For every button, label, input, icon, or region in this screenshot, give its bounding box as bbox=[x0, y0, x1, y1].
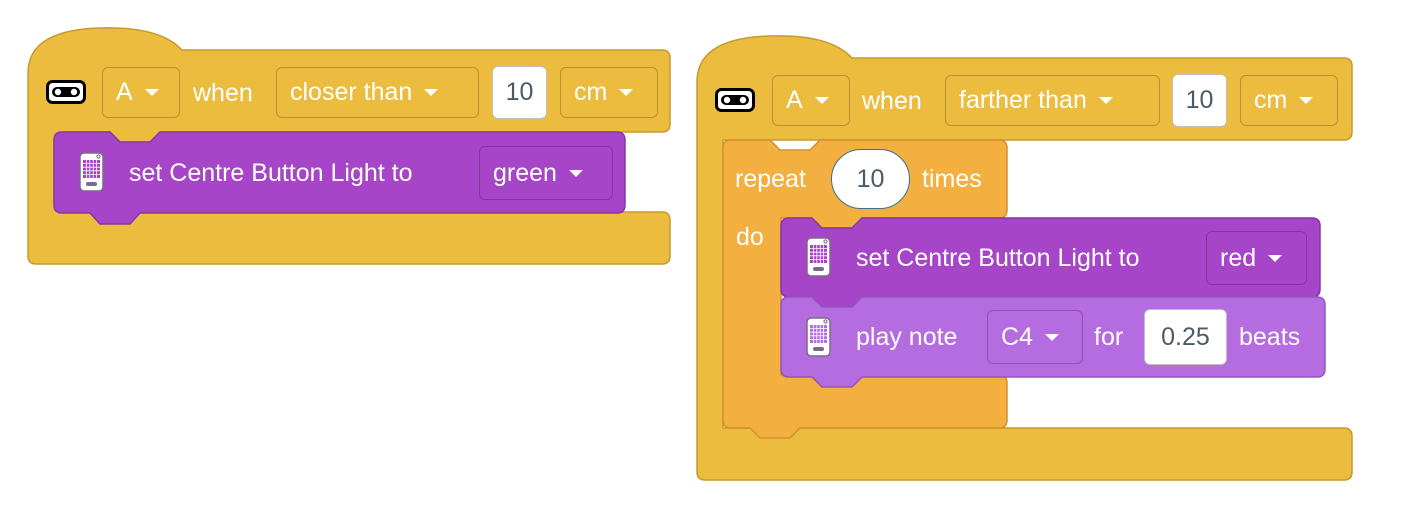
play-note-label: play note bbox=[856, 323, 958, 351]
set-light-label: set Centre Button Light to bbox=[129, 159, 413, 187]
chevron-down-icon bbox=[1098, 97, 1113, 104]
chevron-down-icon bbox=[619, 89, 634, 96]
beats-label: beats bbox=[1239, 323, 1301, 351]
light-color-dropdown[interactable]: green bbox=[479, 146, 613, 200]
port-dropdown[interactable]: A bbox=[772, 75, 850, 126]
port-value: A bbox=[786, 86, 803, 114]
unit-value: cm bbox=[574, 78, 608, 106]
distance-sensor-icon bbox=[46, 80, 86, 104]
chevron-down-icon bbox=[1044, 333, 1059, 341]
light-color-value: red bbox=[1220, 243, 1257, 272]
light-color-value: green bbox=[493, 158, 557, 187]
repeat-label: repeat bbox=[735, 165, 806, 193]
hub-icon bbox=[79, 152, 104, 192]
chevron-down-icon bbox=[568, 169, 583, 177]
note-dropdown[interactable]: C4 bbox=[987, 310, 1083, 364]
beats-input[interactable]: 0.25 bbox=[1144, 309, 1227, 365]
repeat-count-input[interactable]: 10 bbox=[831, 149, 910, 209]
hub-icon bbox=[806, 237, 831, 277]
chevron-down-icon bbox=[1299, 97, 1314, 104]
hub-icon bbox=[806, 317, 831, 357]
unit-dropdown[interactable]: cm bbox=[560, 67, 658, 118]
condition-value: closer than bbox=[290, 78, 413, 106]
distance-input[interactable]: 10 bbox=[1172, 74, 1227, 127]
port-dropdown[interactable]: A bbox=[102, 67, 180, 118]
chevron-down-icon bbox=[1268, 254, 1283, 262]
light-color-dropdown[interactable]: red bbox=[1206, 231, 1307, 285]
set-light-label: set Centre Button Light to bbox=[856, 244, 1140, 272]
chevron-down-icon bbox=[424, 89, 439, 96]
distance-sensor-icon bbox=[715, 88, 755, 112]
do-label: do bbox=[736, 223, 764, 251]
port-value: A bbox=[116, 78, 133, 106]
unit-value: cm bbox=[1254, 86, 1288, 114]
times-label: times bbox=[922, 165, 982, 193]
condition-value: farther than bbox=[959, 86, 1087, 114]
unit-dropdown[interactable]: cm bbox=[1240, 75, 1338, 126]
condition-dropdown[interactable]: closer than bbox=[276, 67, 479, 118]
chevron-down-icon bbox=[814, 97, 829, 104]
note-value: C4 bbox=[1001, 322, 1033, 351]
distance-input[interactable]: 10 bbox=[492, 66, 547, 119]
chevron-down-icon bbox=[144, 89, 159, 96]
for-label: for bbox=[1094, 323, 1124, 351]
when-label: when bbox=[193, 79, 253, 107]
condition-dropdown[interactable]: farther than bbox=[945, 75, 1160, 126]
when-label: when bbox=[862, 87, 922, 115]
